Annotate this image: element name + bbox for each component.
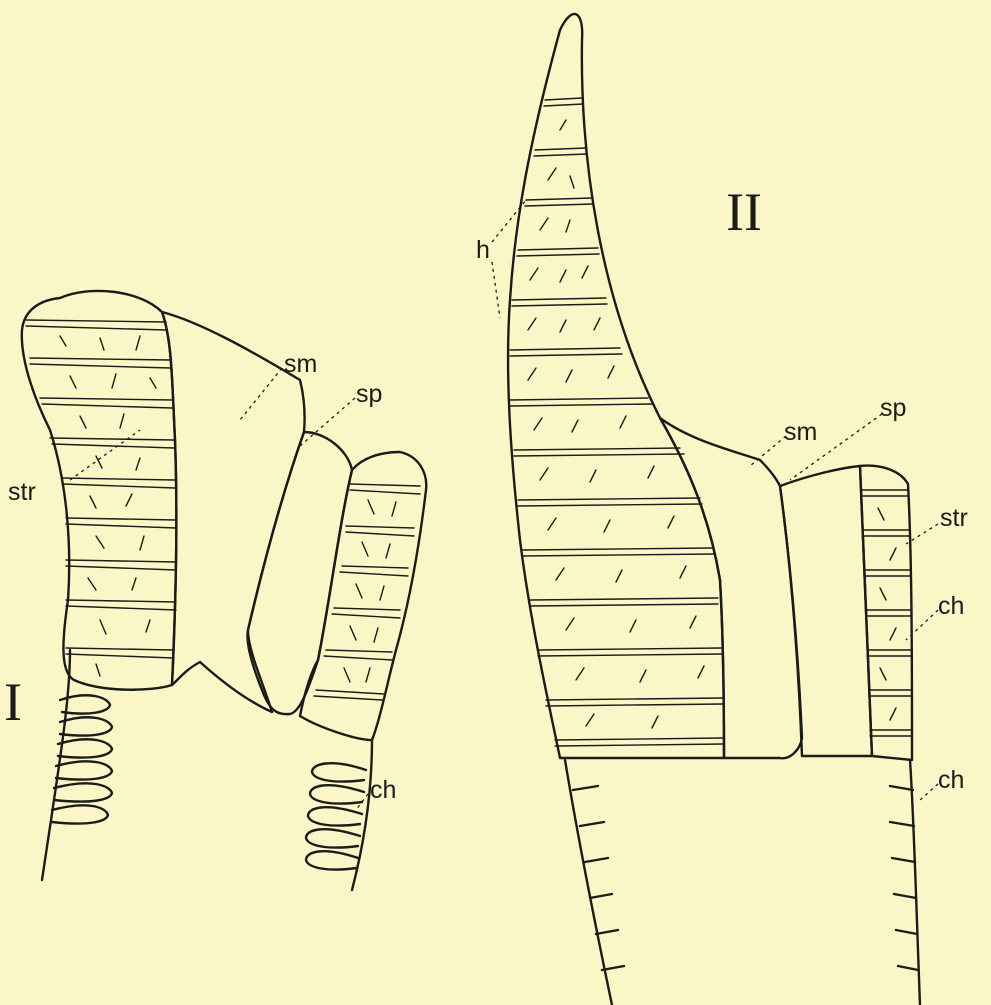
stratum-column-two [860,466,912,760]
sp-region-one [248,432,352,714]
label-str-two: str [940,504,968,532]
numeral-two: II [726,182,762,242]
label-sp-two: sp [880,394,906,422]
label-h-two: h [476,236,490,264]
label-sp-one: sp [356,380,382,408]
stratum-region-one [22,291,177,690]
label-sm-two: sm [784,418,817,446]
leader-ch-lower-two [920,784,938,800]
leader-str-one [70,430,140,480]
sp-region-two [780,466,872,756]
stratum-horn-bands-two [510,98,724,746]
label-ch-lower-two: ch [938,766,964,794]
stratum-bands-one [26,320,176,676]
leader-sm-two [750,436,786,466]
sm-region-two [660,418,802,758]
chromatophore-coils-right-one [306,763,366,869]
label-sm-one: sm [284,350,317,378]
label-ch-one: ch [370,776,396,804]
label-str-one: str [8,478,36,506]
stratum-horn-two [508,14,724,758]
numeral-one: I [4,672,22,732]
panel-one: str sm sp ch I [4,291,426,890]
leader-sm-one [240,368,282,420]
label-ch-upper-two: ch [938,592,964,620]
panel-two: II h sm sp str ch ch [476,14,968,1005]
stalk-ticks-two [573,786,918,970]
leader-h-bottom-two [492,262,500,318]
